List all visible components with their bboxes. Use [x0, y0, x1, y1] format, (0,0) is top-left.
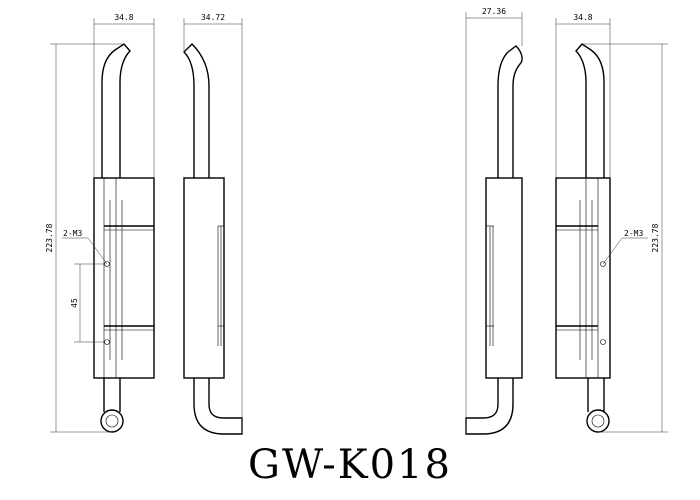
dim-left-height: 223.78: [45, 223, 54, 252]
view-front-right: [555, 43, 611, 433]
view-side-left: [183, 43, 243, 435]
dim-right-thread: 2-M3: [624, 229, 643, 238]
drawing-title: GW-K018: [248, 442, 452, 488]
dim-v2-width: 34.72: [201, 13, 225, 22]
dim-right-height: 223.78: [651, 223, 660, 252]
dim-v4-width: 34.8: [573, 13, 592, 22]
view-side-right: [465, 45, 523, 435]
dim-left-thread: 2-M3: [63, 229, 82, 238]
dim-v1-width: 34.8: [114, 13, 133, 22]
dim-hole-spacing: 45: [70, 298, 79, 308]
dim-v3-width: 27.36: [482, 7, 506, 16]
view-front-left: [93, 43, 155, 433]
dimension-lines: [50, 12, 668, 434]
